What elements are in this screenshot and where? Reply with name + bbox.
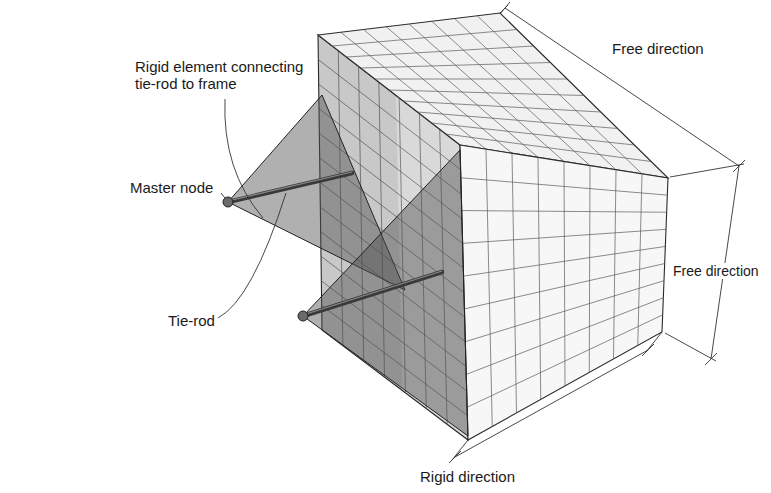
rigid-element (303, 150, 468, 436)
mesh-line (538, 157, 541, 399)
tie-rod (303, 272, 442, 316)
mesh-line (467, 315, 663, 407)
tie-rod-highlight (228, 172, 352, 201)
part-label: Rigid direction (420, 468, 515, 485)
mesh-line (614, 170, 617, 359)
mesh-line (461, 178, 667, 195)
mesh-face (460, 145, 668, 440)
leader-line (218, 193, 286, 318)
master-node (298, 311, 308, 321)
dimension-tick (642, 344, 654, 356)
mesh-line (462, 211, 667, 213)
rigid-elements (228, 95, 468, 436)
mesh-line (486, 149, 492, 426)
dimension-tick (705, 353, 717, 365)
dimension-line (505, 8, 739, 166)
mesh-line (417, 112, 617, 129)
part-label: Free direction (671, 263, 761, 279)
tie-rod (228, 173, 352, 202)
part-label: Rigid element connecting tie-rod to fram… (135, 58, 315, 93)
dimension-tick (449, 451, 461, 463)
mesh-line (638, 174, 642, 346)
mesh-line (432, 123, 635, 145)
mesh-line (589, 166, 591, 373)
part-label: Free direction (612, 40, 704, 57)
mesh-line (466, 298, 663, 375)
part-label: Tie-rod (168, 312, 215, 329)
leader-line (221, 193, 225, 198)
mesh-line (346, 46, 533, 57)
mesh-line (464, 246, 666, 276)
front-face (460, 145, 668, 440)
dimension-line (455, 350, 648, 457)
leader-line (225, 99, 263, 218)
mesh-line (463, 229, 666, 243)
mesh-line (564, 162, 565, 387)
dimension-lines (449, 2, 745, 463)
tie-rods (223, 172, 442, 321)
extension-line (665, 333, 716, 361)
mesh-line (361, 63, 551, 69)
mesh-line (465, 281, 664, 342)
mesh-line (389, 90, 584, 96)
tie-rod-highlight (303, 271, 442, 315)
master-node (223, 197, 233, 207)
dimension-tick (500, 2, 510, 14)
part-label: Master node (130, 179, 213, 196)
mesh-line (403, 101, 601, 112)
extension-line (670, 164, 744, 177)
mesh-line (512, 153, 517, 413)
mesh-line (464, 264, 664, 309)
mesh-line (332, 30, 517, 47)
leader-lines (218, 99, 286, 318)
mesh-line (375, 79, 567, 80)
